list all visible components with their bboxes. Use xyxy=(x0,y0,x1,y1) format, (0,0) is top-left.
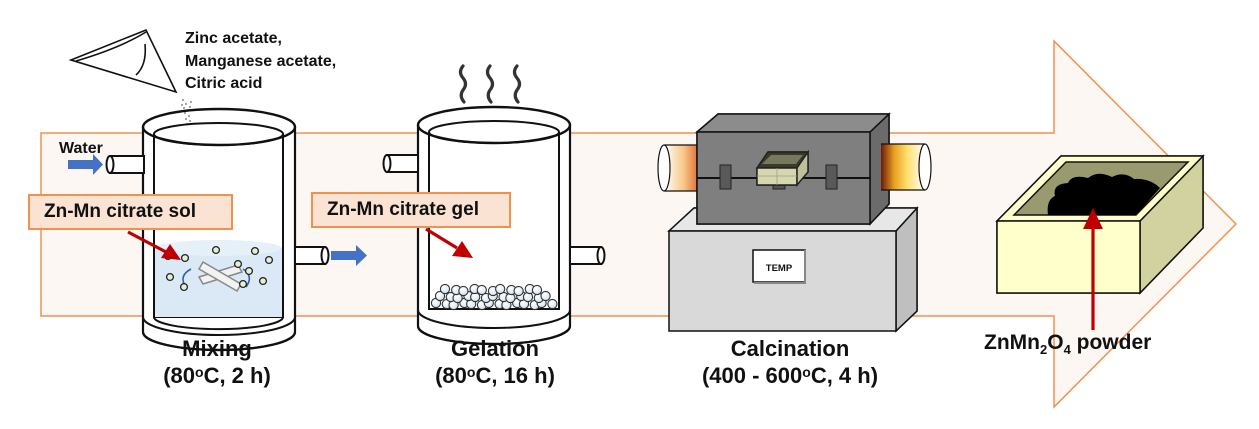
gel-bead xyxy=(547,298,558,310)
stage-name: Gelation xyxy=(450,336,539,361)
outlet-pipe xyxy=(294,246,330,265)
pointer-arrows xyxy=(127,208,1103,330)
stir-bar-icon xyxy=(197,260,244,293)
callout-citrate-sol: Zn-Mn citrate sol xyxy=(28,194,233,230)
tube-furnace xyxy=(657,112,932,333)
crucible-in-furnace xyxy=(755,149,810,190)
stage-mixing: Mixing (80oC, 2 h) xyxy=(117,335,317,389)
gel-bead xyxy=(540,290,551,302)
heat-waves-icon xyxy=(458,64,522,104)
weighing-paper-icon xyxy=(68,28,178,94)
inlet-pipe xyxy=(105,155,145,174)
precursor-line-3: Citric acid xyxy=(185,75,262,92)
stage-gelation: Gelation (80oC, 16 h) xyxy=(390,335,600,389)
water-in-arrow-icon xyxy=(68,154,103,175)
temp-panel-label: TEMP xyxy=(766,263,793,274)
gel-beads xyxy=(430,283,558,311)
water-out-arrow-icon xyxy=(331,245,367,266)
gel-bead xyxy=(458,285,469,297)
water-label: Water xyxy=(59,140,103,157)
gel-bead xyxy=(495,283,506,295)
gel-bead xyxy=(476,284,487,296)
stage-name: Mixing xyxy=(182,336,252,361)
stage-conditions: (400 - 600oC, 4 h) xyxy=(701,363,879,388)
stage-conditions: (80oC, 2 h) xyxy=(163,363,271,388)
precursor-line-1: Zinc acetate, xyxy=(185,30,282,47)
gel-bead xyxy=(531,284,543,296)
precursor-line-2: Manganese acetate, xyxy=(185,53,336,70)
stage-calcination: Calcination (400 - 600oC, 4 h) xyxy=(665,335,915,389)
product-label: ZnMn2O4 powder xyxy=(984,331,1152,358)
callout-citrate-gel: Zn-Mn citrate gel xyxy=(311,192,511,228)
gel-bead xyxy=(434,290,446,302)
stage-name: Calcination xyxy=(730,336,850,361)
gel-bead xyxy=(513,285,524,297)
stage-conditions: (80oC, 16 h) xyxy=(435,363,555,388)
powder-heap xyxy=(1047,173,1160,215)
gel-bead xyxy=(439,283,451,295)
powder-stream xyxy=(181,99,192,125)
